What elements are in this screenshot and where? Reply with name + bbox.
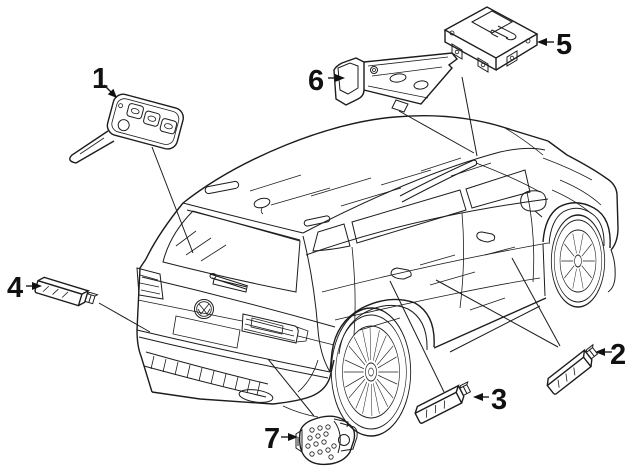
callout-6-label[interactable]: 6 xyxy=(308,65,324,97)
vehicle-illustration xyxy=(136,115,619,437)
rear-wheel xyxy=(330,307,412,437)
callout-7[interactable]: 7 xyxy=(264,423,298,455)
callout-5[interactable]: 5 xyxy=(537,29,572,61)
callout-2[interactable]: 2 xyxy=(595,339,626,371)
part-control-module-illustration xyxy=(443,6,539,73)
leader-part2b xyxy=(435,279,559,348)
callout-4[interactable]: 4 xyxy=(7,272,42,304)
vw-badge-icon xyxy=(194,299,214,319)
front-wheel xyxy=(550,214,606,308)
callouts: 1 2 3 4 5 6 7 xyxy=(7,29,626,455)
part-key-fob-illustration xyxy=(69,93,184,164)
callout-2-label[interactable]: 2 xyxy=(610,339,626,371)
part-antenna-4-illustration xyxy=(33,275,99,311)
leader-part6 xyxy=(398,110,475,154)
leader-part1 xyxy=(151,146,194,254)
leader-lines xyxy=(98,76,561,417)
leader-part7 xyxy=(267,358,315,417)
part-antenna-3-illustration xyxy=(412,380,476,425)
part-bracket-illustration xyxy=(333,52,459,113)
part-siren-illustration xyxy=(295,415,358,466)
callout-1-label[interactable]: 1 xyxy=(92,63,108,95)
callout-3[interactable]: 3 xyxy=(473,384,507,416)
leader-part5 xyxy=(461,76,478,157)
leader-part3 xyxy=(389,280,445,393)
callout-4-label[interactable]: 4 xyxy=(7,272,23,304)
callout-1[interactable]: 1 xyxy=(92,63,117,98)
callout-7-label[interactable]: 7 xyxy=(264,423,280,455)
leader-part4 xyxy=(98,302,151,333)
callout-1-arrow xyxy=(103,84,112,93)
callout-6[interactable]: 6 xyxy=(308,65,345,97)
leader-part2a xyxy=(511,257,561,347)
part-antenna-2-illustration xyxy=(543,343,604,396)
callout-5-label[interactable]: 5 xyxy=(556,29,572,61)
callout-3-label[interactable]: 3 xyxy=(491,384,507,416)
